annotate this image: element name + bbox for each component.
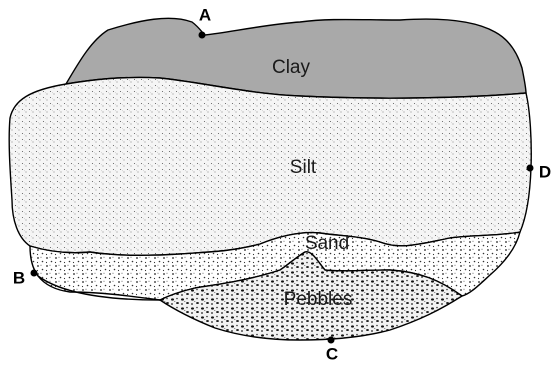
point-a-dot	[199, 32, 206, 39]
point-b-label: B	[13, 268, 25, 287]
pebbles-label: Pebbles	[284, 289, 353, 310]
point-b-dot	[31, 270, 38, 277]
point-d-dot	[527, 165, 534, 172]
point-c-label: C	[326, 344, 338, 363]
point-a-label: A	[199, 5, 211, 24]
point-c-dot	[328, 337, 335, 344]
sand-label: Sand	[305, 233, 349, 254]
clay-label: Clay	[272, 57, 311, 78]
point-d-label: D	[539, 162, 551, 181]
silt-label: Silt	[290, 157, 317, 178]
silt-layer	[9, 77, 531, 255]
